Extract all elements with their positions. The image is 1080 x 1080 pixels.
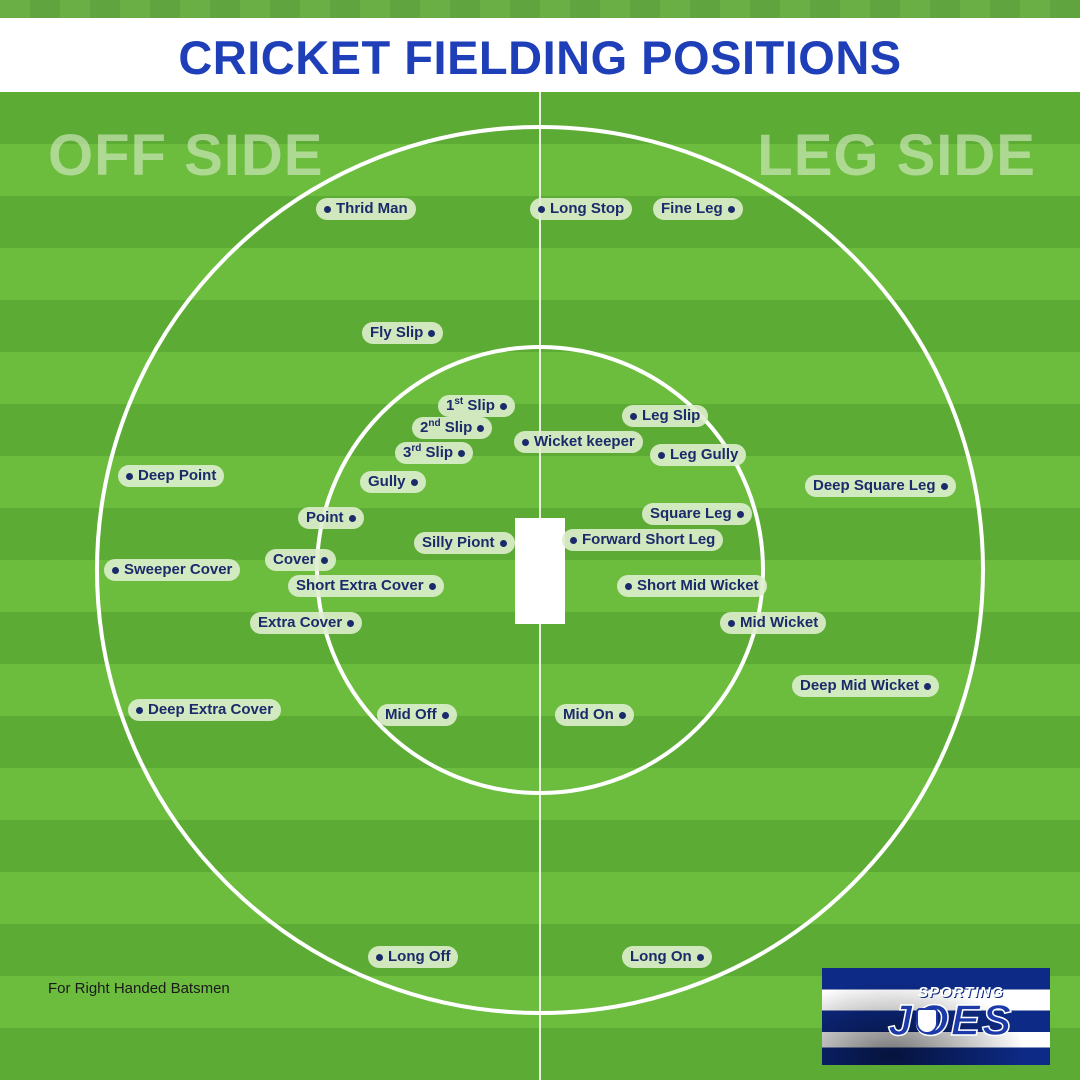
- position-dot: [126, 472, 133, 480]
- position-label: Thrid Man: [336, 200, 408, 217]
- position-label: Deep Point: [138, 467, 217, 484]
- position-label: Silly Piont: [422, 534, 495, 551]
- position-label: Long Off: [388, 948, 451, 965]
- position-label: Short Extra Cover: [296, 577, 424, 594]
- position-dot: [522, 438, 529, 446]
- position-third-slip: 3rd Slip: [395, 442, 474, 464]
- position-dot: [441, 711, 449, 719]
- position-label: Mid On: [563, 706, 614, 723]
- position-fine-leg: Fine Leg: [653, 198, 743, 220]
- position-cover: Cover: [265, 549, 336, 571]
- position-dot: [736, 510, 744, 518]
- position-short-extra-cover: Short Extra Cover: [288, 575, 444, 597]
- position-mid-off: Mid Off: [377, 704, 457, 726]
- position-leg-gully: Leg Gully: [650, 444, 747, 466]
- position-second-slip: 2nd Slip: [412, 417, 493, 439]
- pitch: [515, 518, 565, 624]
- position-label: 2nd Slip: [420, 418, 473, 437]
- position-dot: [376, 953, 383, 961]
- position-label: Point: [306, 509, 344, 526]
- position-deep-square-leg: Deep Square Leg: [805, 475, 956, 497]
- footnote: For Right Handed Batsmen: [48, 980, 230, 997]
- position-label: Deep Square Leg: [813, 477, 936, 494]
- logo-text-sporting: SPORTING: [918, 984, 1005, 1001]
- position-mid-on: Mid On: [555, 704, 634, 726]
- position-deep-mid-wicket: Deep Mid Wicket: [792, 675, 940, 697]
- position-label: Long Stop: [550, 200, 625, 217]
- position-dot: [499, 402, 507, 410]
- position-point: Point: [298, 507, 364, 529]
- off-side-label: OFF SIDE: [48, 123, 324, 188]
- position-dot: [112, 566, 119, 574]
- position-long-stop: Long Stop: [530, 198, 633, 220]
- leg-side-label: LEG SIDE: [757, 123, 1036, 188]
- position-dot: [924, 682, 932, 690]
- boundary-circle: [95, 125, 985, 1015]
- position-dot: [458, 449, 466, 457]
- position-label: Wicket keeper: [534, 433, 635, 450]
- position-label: Gully: [368, 473, 406, 490]
- position-label: Leg Gully: [670, 446, 739, 463]
- position-mid-wicket: Mid Wicket: [720, 612, 827, 634]
- position-gully: Gully: [360, 471, 426, 493]
- position-forward-short-leg: Forward Short Leg: [562, 529, 724, 551]
- sporting-joes-logo: SPORTING JOES: [822, 968, 1050, 1065]
- position-leg-slip: Leg Slip: [622, 405, 709, 427]
- position-dot: [728, 619, 735, 627]
- position-square-leg: Square Leg: [642, 503, 752, 525]
- position-label: Deep Mid Wicket: [800, 677, 920, 694]
- position-dot: [499, 539, 507, 547]
- position-fly-slip: Fly Slip: [362, 322, 444, 344]
- position-label: Extra Cover: [258, 614, 343, 631]
- position-label: 1st Slip: [446, 396, 495, 415]
- position-long-off: Long Off: [368, 946, 459, 968]
- position-dot: [324, 205, 331, 213]
- position-dot: [428, 582, 436, 590]
- position-sweeper-cover: Sweeper Cover: [104, 559, 241, 581]
- position-label: Forward Short Leg: [582, 531, 716, 548]
- position-dot: [538, 205, 545, 213]
- position-label: Cover: [273, 551, 316, 568]
- position-deep-extra-cover: Deep Extra Cover: [128, 699, 282, 721]
- position-dot: [348, 514, 356, 522]
- logo-text-joes: JOES: [887, 995, 1014, 1046]
- page-title: CRICKET FIELDING POSITIONS: [178, 31, 902, 84]
- position-label: Deep Extra Cover: [148, 701, 274, 718]
- position-label: Leg Slip: [642, 407, 701, 424]
- position-label: Square Leg: [650, 505, 732, 522]
- position-dot: [570, 536, 577, 544]
- position-dot: [727, 205, 735, 213]
- position-label: 3rd Slip: [403, 443, 454, 462]
- position-wicket-keeper: Wicket keeper: [514, 431, 643, 453]
- title-bar: CRICKET FIELDING POSITIONS: [0, 0, 1080, 92]
- position-dot: [940, 482, 948, 490]
- position-dot: [347, 619, 355, 627]
- position-label: Sweeper Cover: [124, 561, 233, 578]
- position-label: Long On: [630, 948, 692, 965]
- position-dot: [410, 478, 418, 486]
- position-thrid-man: Thrid Man: [316, 198, 416, 220]
- position-long-on: Long On: [622, 946, 712, 968]
- position-label: Short Mid Wicket: [637, 577, 759, 594]
- shield-icon: [916, 1008, 938, 1034]
- position-dot: [428, 329, 436, 337]
- position-dot: [320, 556, 328, 564]
- position-dot: [136, 706, 143, 714]
- position-first-slip: 1st Slip: [438, 395, 515, 417]
- position-label: Fly Slip: [370, 324, 424, 341]
- position-label: Mid Off: [385, 706, 437, 723]
- grass-stripe: [0, 0, 1080, 18]
- position-short-mid-wicket: Short Mid Wicket: [617, 575, 767, 597]
- position-label: Mid Wicket: [740, 614, 819, 631]
- position-label: Fine Leg: [661, 200, 723, 217]
- position-dot: [696, 953, 704, 961]
- position-silly-piont: Silly Piont: [414, 532, 515, 554]
- position-dot: [658, 451, 665, 459]
- position-dot: [625, 582, 632, 590]
- position-extra-cover: Extra Cover: [250, 612, 363, 634]
- position-dot: [618, 711, 626, 719]
- position-dot: [630, 412, 637, 420]
- position-deep-point: Deep Point: [118, 465, 225, 487]
- position-dot: [477, 424, 485, 432]
